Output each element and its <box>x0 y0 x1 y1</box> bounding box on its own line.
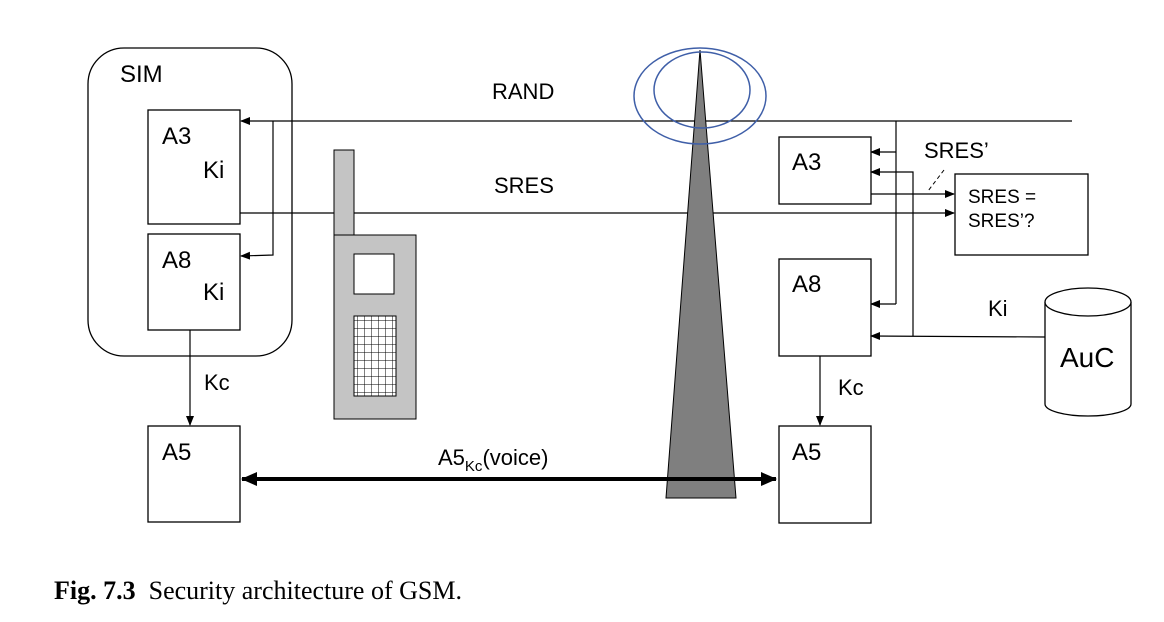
rand-to-mobile-a8 <box>240 121 274 260</box>
network-a8-label: A8 <box>792 271 821 298</box>
rand-label: RAND <box>492 79 554 104</box>
mobile-phone-illustration <box>333 149 417 420</box>
sres-compare-box <box>954 173 1089 256</box>
base-station-tower <box>633 47 767 499</box>
ki-to-network-a3 <box>870 168 914 336</box>
network-a3-box <box>778 136 872 205</box>
sres-prime-label: SRES’ <box>924 138 989 163</box>
auc-database <box>1044 287 1132 417</box>
voice-link-tail: (voice) <box>482 445 548 470</box>
figure-caption-text: Security architecture of GSM. <box>148 576 462 605</box>
network-a5-box <box>778 425 872 524</box>
figure-number: Fig. 7.3 <box>54 576 136 605</box>
mobile-a8-box <box>147 233 241 331</box>
mobile-a3-label: A3 <box>162 123 191 150</box>
mobile-a5-box <box>147 425 241 523</box>
mobile-kc-label: Kc <box>204 370 230 395</box>
mobile-a3-ki-label: Ki <box>203 157 224 184</box>
voice-link-main: A5 <box>438 445 465 470</box>
network-a8-box <box>778 258 872 357</box>
sres-compare-line2: SRES’? <box>968 211 1035 232</box>
sres-prime-leader <box>927 169 945 192</box>
mobile-a8-label: A8 <box>162 247 191 274</box>
sim-label: SIM <box>120 61 163 88</box>
network-ki-label: Ki <box>988 296 1008 321</box>
ki-line <box>870 332 1046 341</box>
network-kc-label: Kc <box>838 375 864 400</box>
voice-link-subscript: Kc <box>465 458 483 475</box>
network-a5-label: A5 <box>792 439 821 466</box>
mobile-a3-box <box>147 109 241 225</box>
figure-caption-gap <box>136 576 149 605</box>
mobile-a5-label: A5 <box>162 439 191 466</box>
network-a3-label: A3 <box>792 149 821 176</box>
voice-link-label: A5Kc(voice) <box>438 445 548 475</box>
auc-label: AuC <box>1060 342 1114 373</box>
figure-caption: Fig. 7.3 Security architecture of GSM. <box>54 576 462 606</box>
sres-label: SRES <box>494 173 554 198</box>
mobile-a8-ki-label: Ki <box>203 279 224 306</box>
sres-compare-line1: SRES = <box>968 187 1036 208</box>
